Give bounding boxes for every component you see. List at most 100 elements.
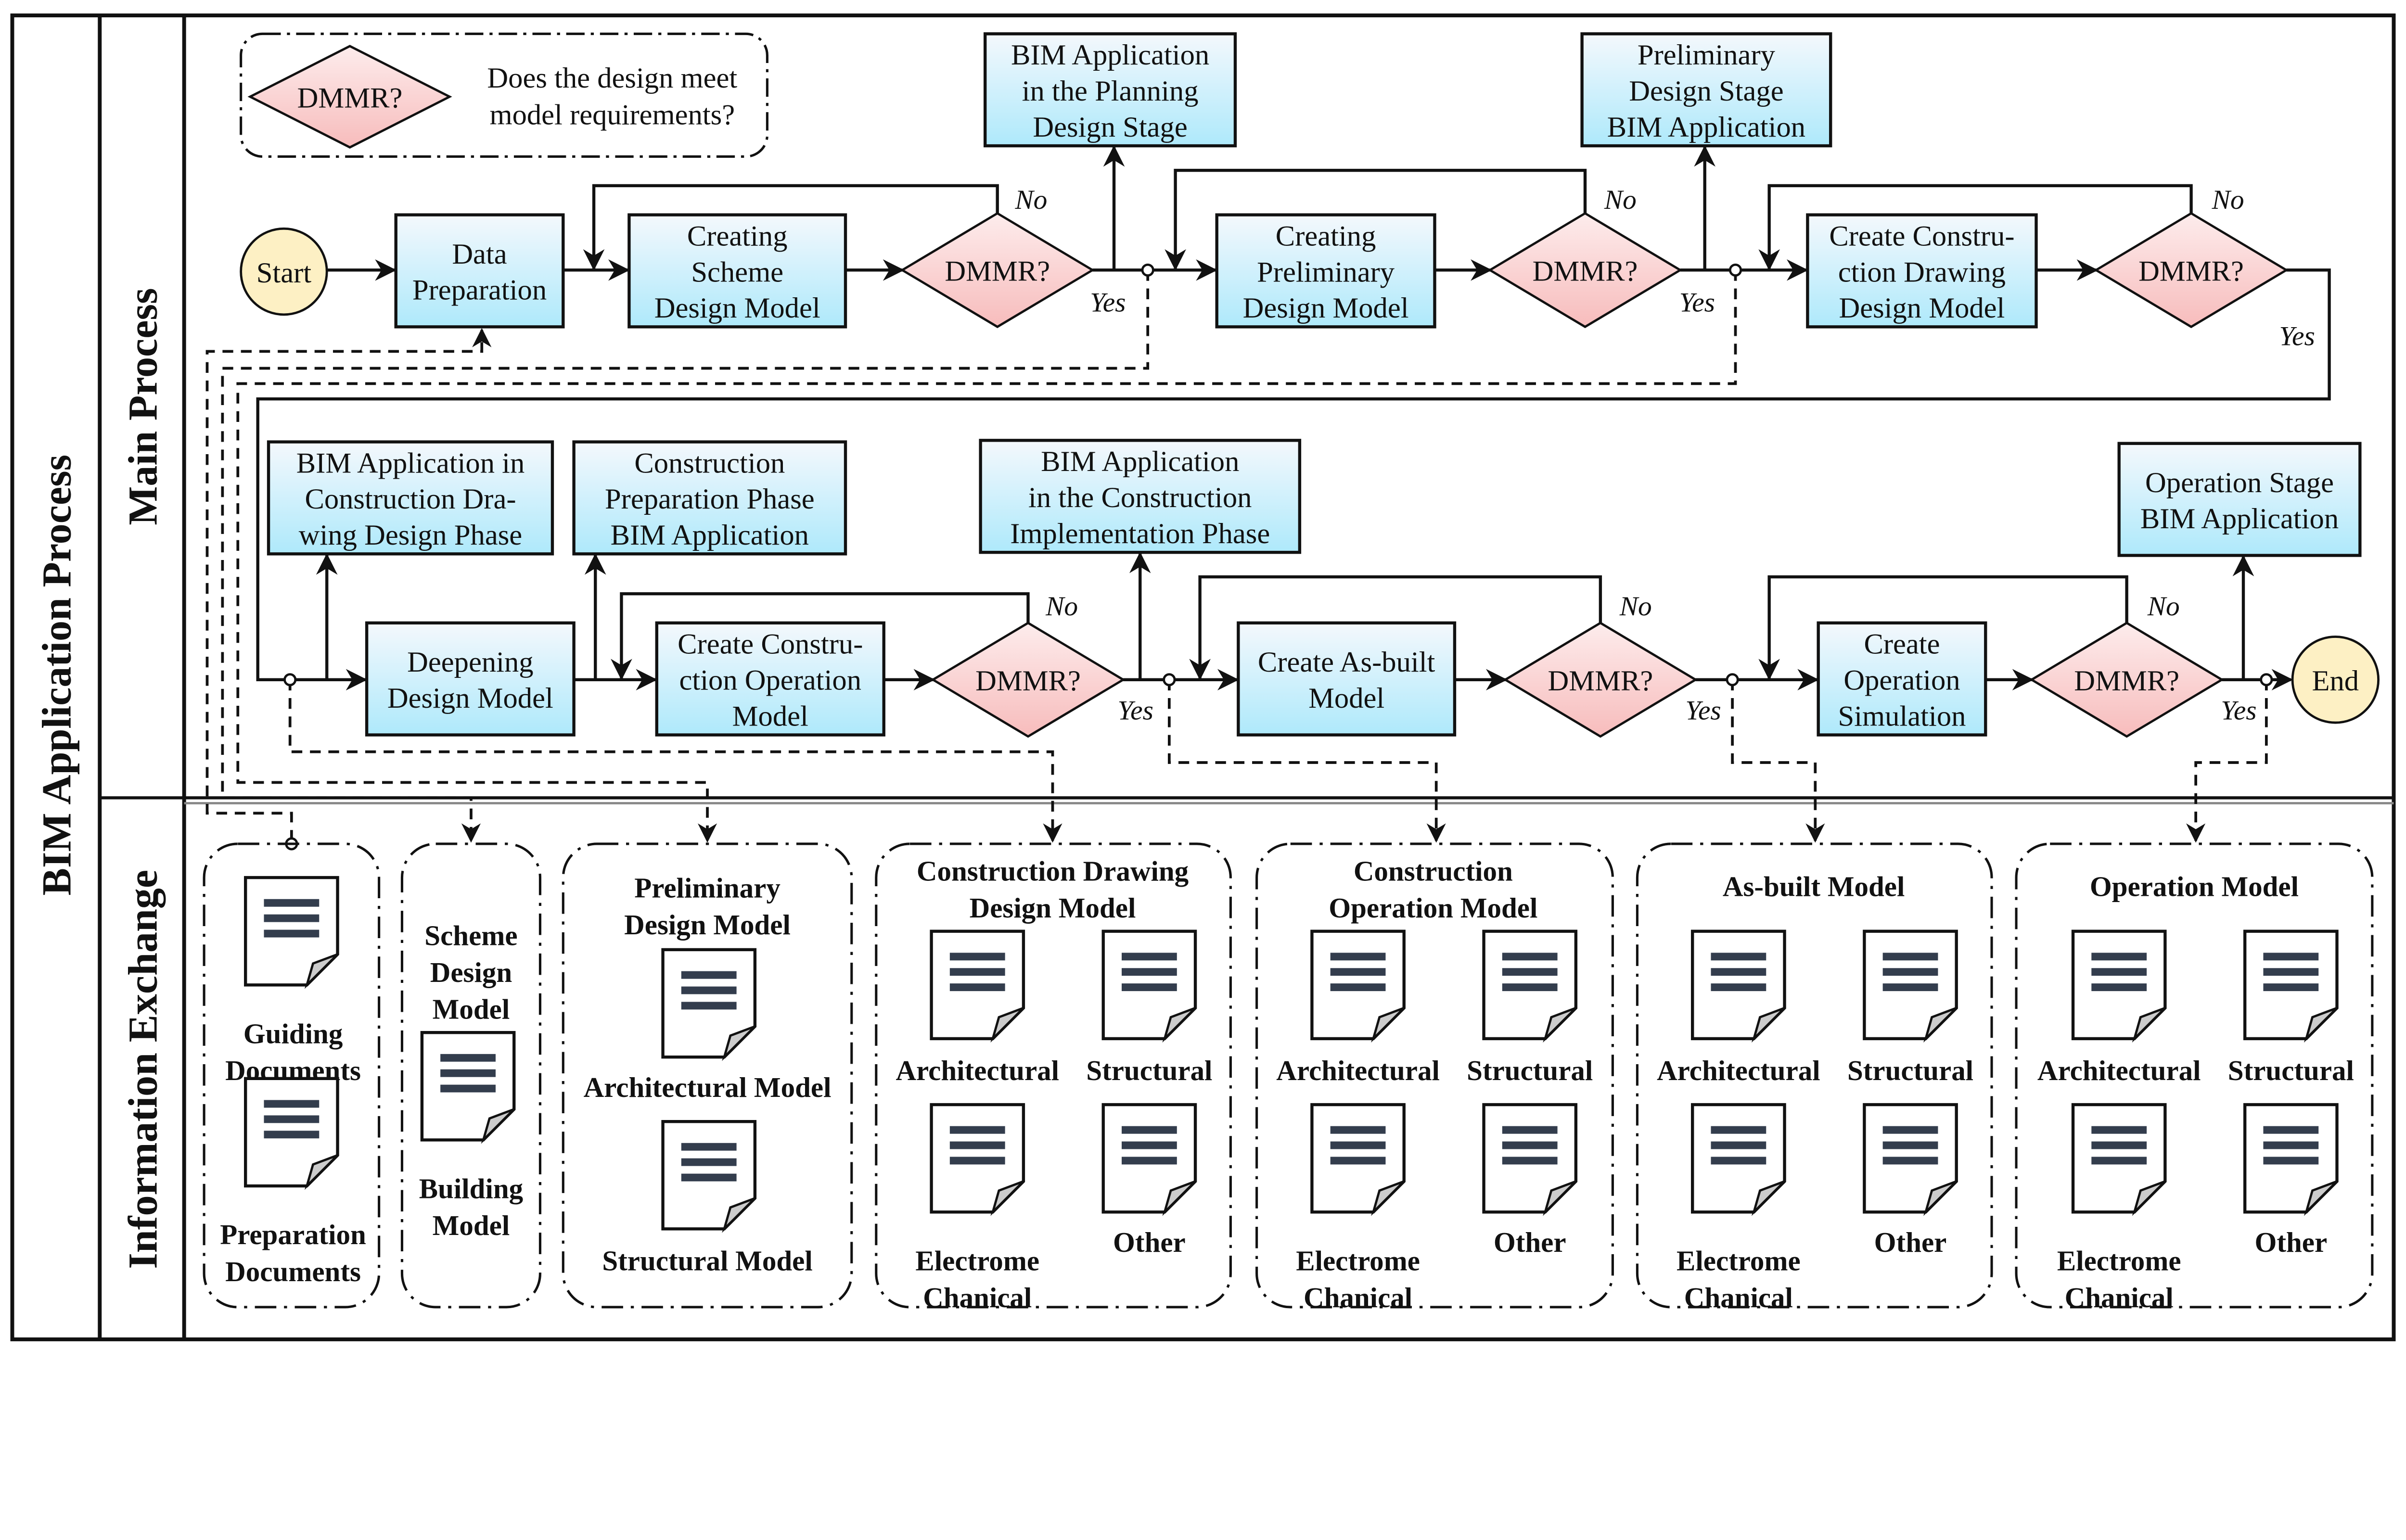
process-step-label: Design Model	[387, 682, 553, 714]
no-label: No	[1604, 185, 1637, 215]
document-icon	[244, 876, 339, 989]
bim-application-label: BIM Application	[1607, 111, 1805, 143]
bim-process-diagram: BIM Application Process Main Process Inf…	[10, 13, 2396, 1341]
information-flow-arrow	[205, 328, 492, 841]
flow-arrow	[583, 184, 999, 271]
process-step-label: Design Model	[1243, 292, 1409, 324]
document-label: Structural Model	[602, 1245, 812, 1276]
document-label: Architectural Model	[584, 1071, 832, 1103]
lane-information-exchange: Information Exchange	[119, 870, 166, 1269]
yes-label: Yes	[1117, 696, 1153, 726]
document-label: Chanical	[1304, 1282, 1412, 1313]
start-terminal-label: Start	[256, 257, 312, 289]
information-group-title: Operation Model	[2090, 870, 2299, 902]
process-step-label: Creating	[1276, 220, 1376, 252]
frame	[10, 13, 2396, 1341]
document-label: Other	[1113, 1226, 1186, 1258]
document-label: Structural	[2228, 1055, 2354, 1086]
yes-label: Yes	[2221, 696, 2256, 726]
document-icon	[2243, 929, 2339, 1043]
document-label: Electrome	[2057, 1245, 2181, 1276]
bim-application-label: Construction Dra-	[305, 483, 516, 515]
decision-diamond: DMMR?	[2094, 212, 2289, 329]
process-step-label: Create	[1864, 628, 1940, 661]
document-icon	[420, 1031, 516, 1144]
process-step-label: Model	[1308, 682, 1384, 714]
information-group-title: Preliminary	[634, 872, 781, 904]
decision-label: DMMR?	[2074, 665, 2179, 697]
information-flow-arrow	[1167, 679, 1446, 843]
process-step-label: Create Constru-	[678, 628, 863, 661]
process-step-label: Preparation	[412, 274, 547, 306]
no-label: No	[1619, 591, 1652, 622]
legend-decision-symbol	[247, 45, 452, 149]
document-icon	[2243, 1103, 2339, 1216]
junction-dot	[283, 673, 297, 687]
document-label: Model	[433, 1209, 510, 1241]
information-flow-arrow	[2186, 679, 2268, 843]
no-label: No	[2212, 185, 2244, 215]
document-label: Electrome	[1296, 1245, 1420, 1276]
information-flow-arrow	[221, 270, 1150, 843]
process-step-label: Simulation	[1838, 700, 1966, 732]
junction-dot	[1163, 673, 1176, 687]
decision-diamond: DMMR?	[900, 212, 1095, 329]
information-group-title: Model	[433, 993, 510, 1025]
process-step-label: ction Operation	[679, 664, 862, 696]
process-step-label: Operation	[1843, 664, 1960, 696]
yes-label: Yes	[1679, 287, 1715, 318]
document-label: Guiding	[243, 1018, 343, 1050]
process-step-label: Create As-built	[1258, 646, 1435, 678]
junction-dot	[2260, 673, 2273, 687]
document-label: Other	[1494, 1226, 1566, 1258]
legend-text: model requirements?	[489, 99, 735, 131]
yes-label: Yes	[1685, 696, 1721, 726]
information-group-title: As-built Model	[1723, 870, 1905, 902]
process-step-label: Deepening	[407, 646, 533, 678]
document-icon	[661, 948, 757, 1061]
junction-dot	[1726, 673, 1739, 687]
information-flow-arrow	[236, 270, 1737, 843]
document-icon	[1863, 1103, 1958, 1216]
bim-application-label: Preliminary	[1638, 39, 1776, 71]
decision-label: DMMR?	[1548, 665, 1653, 697]
information-group-title: Operation Model	[1329, 892, 1537, 924]
information-group-title: Construction	[1354, 855, 1513, 887]
information-group-title: Construction Drawing	[917, 855, 1189, 887]
end-terminal-label: End	[2312, 665, 2359, 697]
document-label: Electrome	[915, 1245, 1039, 1276]
bim-application-label: Design Stage	[1629, 75, 1783, 107]
decision-label: DMMR?	[1533, 255, 1638, 288]
document-icon	[930, 929, 1025, 1043]
decision-diamond: DMMR?	[1503, 621, 1698, 738]
bim-application-label: Implementation Phase	[1010, 518, 1270, 550]
document-icon	[2071, 1103, 2167, 1216]
bim-application-label: BIM Application	[1041, 445, 1239, 478]
information-group-title: Design Model	[624, 909, 791, 941]
bim-application-label: Operation Stage	[2145, 467, 2334, 499]
information-group-title: Scheme	[424, 919, 517, 951]
diagram-title: BIM Application Process	[34, 455, 80, 896]
document-label: Architectural	[1276, 1055, 1440, 1086]
document-label: Chanical	[2065, 1282, 2174, 1313]
lane-main-process: Main Process	[119, 288, 166, 525]
yes-label: Yes	[1090, 287, 1126, 318]
document-label: Structural	[1847, 1055, 1973, 1086]
document-label: Building	[419, 1173, 523, 1205]
document-icon	[1310, 929, 1406, 1043]
start-terminal: Start	[240, 227, 328, 316]
